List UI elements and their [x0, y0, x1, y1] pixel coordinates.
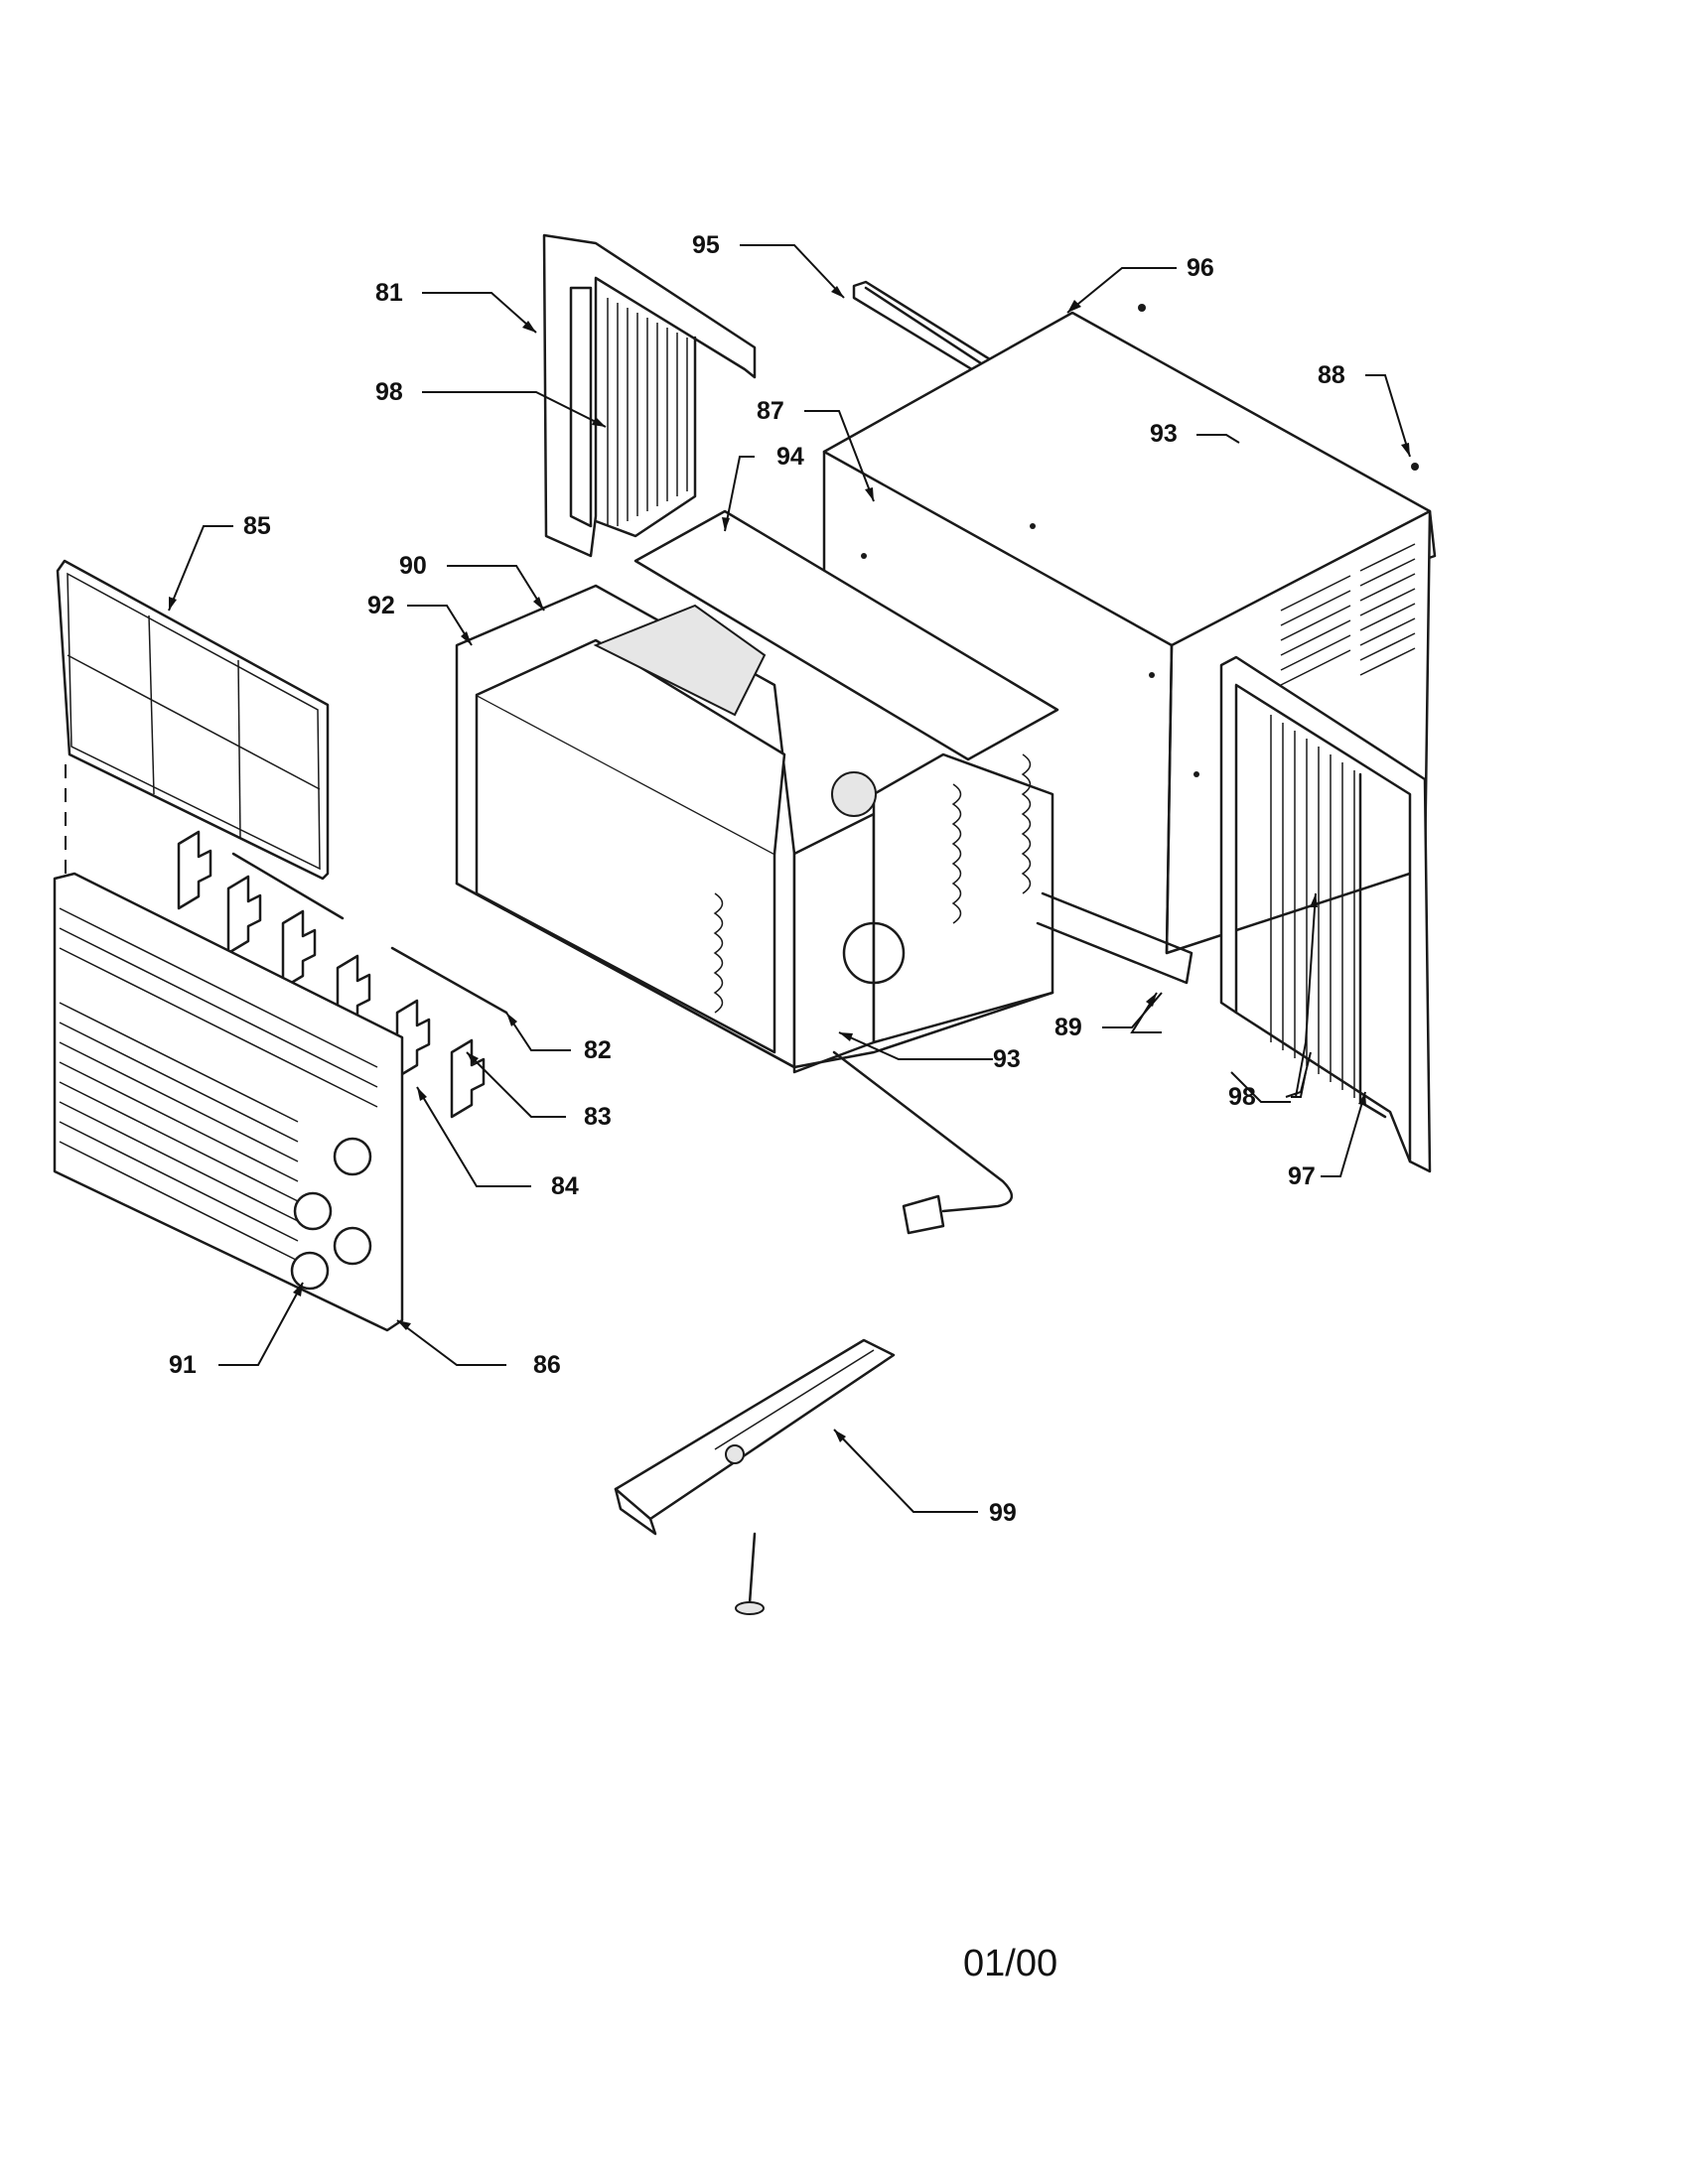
callout-83: 83 — [584, 1103, 612, 1131]
callout-90: 90 — [399, 552, 427, 580]
callout-94: 94 — [776, 443, 804, 471]
callout-93-right: 93 — [1150, 420, 1178, 448]
support-bracket — [614, 1338, 896, 1615]
callout-93: 93 — [993, 1045, 1021, 1073]
callout-98-right: 98 — [1228, 1083, 1256, 1111]
top-panel — [633, 509, 1059, 761]
front-grille — [53, 872, 404, 1332]
callout-96: 96 — [1187, 254, 1214, 282]
callout-labels: 81 98 95 96 88 87 94 85 90 92 93 89 98 9… — [169, 231, 1345, 1527]
callout-85: 85 — [243, 512, 271, 540]
callout-87: 87 — [757, 397, 784, 425]
date-code: 01/00 — [963, 1943, 1057, 1984]
callout-98-left: 98 — [375, 378, 403, 406]
callout-92: 92 — [367, 592, 395, 619]
leader-lines — [168, 244, 1411, 1513]
callout-91: 91 — [169, 1351, 197, 1379]
power-cord — [832, 1050, 1013, 1235]
chassis — [455, 584, 1193, 1074]
callout-82: 82 — [584, 1036, 612, 1064]
callout-97: 97 — [1288, 1162, 1316, 1190]
air-filter — [56, 559, 330, 881]
callout-81: 81 — [375, 279, 403, 307]
callout-88: 88 — [1318, 361, 1345, 389]
left-side-curtain — [542, 233, 757, 558]
callout-84: 84 — [551, 1172, 579, 1200]
callout-99: 99 — [989, 1499, 1017, 1527]
callout-86: 86 — [533, 1351, 561, 1379]
callout-95: 95 — [692, 231, 720, 259]
callout-89: 89 — [1054, 1014, 1082, 1041]
